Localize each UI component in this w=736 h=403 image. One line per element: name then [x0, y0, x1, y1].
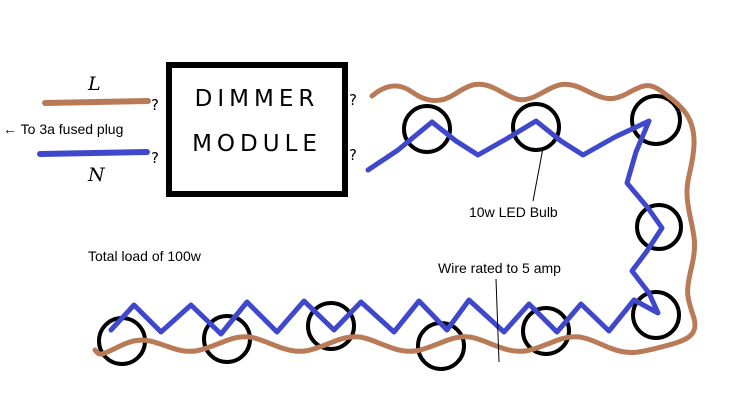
led-bulb [402, 104, 452, 154]
question-mark-right-top: ? [349, 91, 357, 109]
led-bulb [521, 306, 571, 356]
live-label: L [87, 73, 101, 95]
dimmer-module-title-line2: MODULE [192, 131, 322, 157]
wire-rating-annotation: Wire rated to 5 amp [438, 260, 561, 276]
fused-plug-label: ← To 3a fused plug [3, 121, 123, 137]
led-bulb [630, 94, 682, 146]
wire-rating-pointer-line [495, 278, 500, 363]
led-bulb [416, 321, 466, 371]
bulb-annotation: 10w LED Bulb [469, 204, 558, 220]
led-bulb [631, 290, 681, 340]
bulb-pointer-line [532, 147, 544, 202]
question-mark-left-bottom: ? [151, 149, 159, 167]
question-mark-right-bottom: ? [349, 146, 357, 164]
dimmer-module-box [166, 62, 348, 197]
neutral-label: N [87, 164, 106, 186]
total-load-annotation: Total load of 100w [88, 248, 202, 264]
led-bulb [306, 301, 356, 351]
led-bulb [635, 203, 683, 251]
dimmer-module-title-line1: DIMMER [195, 86, 320, 112]
led-bulb [511, 102, 561, 152]
question-mark-left-top: ? [151, 96, 159, 114]
neutral-input-stub [37, 149, 150, 157]
live-input-stub [42, 98, 151, 106]
neutral-wire [108, 118, 665, 337]
live-wire [92, 81, 698, 357]
